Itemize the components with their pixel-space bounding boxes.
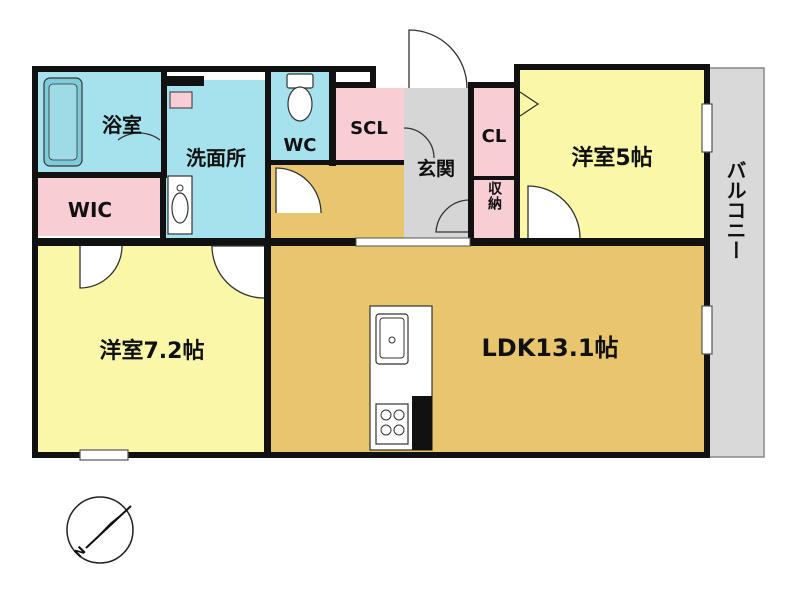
- toilet: [286, 73, 314, 122]
- window-bottom: [79, 449, 129, 461]
- compass-icon: N: [66, 496, 134, 564]
- doors: [79, 29, 581, 299]
- entrance-area: [404, 88, 470, 240]
- storage-area: [474, 180, 516, 238]
- label-wic: WIC: [68, 198, 112, 222]
- wic-area: [38, 178, 160, 236]
- label-scl: SCL: [350, 118, 388, 139]
- kitchen-counter: [369, 305, 433, 451]
- balcony-area: [705, 67, 765, 458]
- window-right-1: [701, 103, 713, 153]
- label-washroom: 洗面所: [186, 146, 246, 170]
- label-storage: 収納: [486, 180, 502, 211]
- threshold: [355, 237, 471, 247]
- label-entrance: 玄関: [417, 157, 455, 180]
- label-bath: 浴室: [102, 113, 142, 137]
- cl-area: [474, 88, 516, 176]
- label-ldk: LDK13.1帖: [481, 334, 618, 362]
- ldk-area: [271, 246, 704, 452]
- window-right-2: [701, 305, 713, 355]
- walls: [32, 64, 710, 458]
- label-wc: WC: [283, 135, 316, 156]
- scl-area: [336, 88, 404, 160]
- label-western5: 洋室5帖: [571, 145, 652, 171]
- label-cl: CL: [482, 126, 507, 147]
- label-balcony: バルコニー: [723, 160, 747, 260]
- label-western72: 洋室7.2帖: [100, 338, 205, 364]
